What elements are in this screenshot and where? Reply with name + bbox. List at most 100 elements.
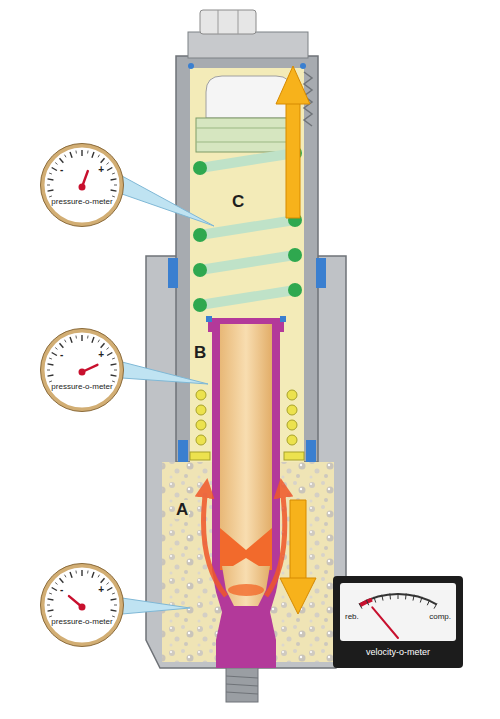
- gauge-tick: [48, 364, 54, 365]
- gauge-tick: [98, 575, 100, 578]
- meter-tick: [427, 600, 429, 605]
- chamber-letter: C: [231, 192, 245, 211]
- gauge-title-row: pressure-o-meter: [40, 193, 124, 207]
- needle-hub: [79, 604, 86, 611]
- gauge-leaders-part: [122, 598, 190, 614]
- gauge-leaders: [122, 176, 214, 614]
- gauge-tick: [75, 336, 77, 339]
- motion-arrows: [276, 66, 316, 614]
- gauge-tick: [48, 375, 54, 376]
- gauge-tick: [65, 155, 67, 158]
- dial-sign: +: [98, 585, 104, 595]
- seals-part: [316, 258, 326, 288]
- seals-part: [178, 440, 188, 462]
- main-spring-part: [193, 298, 207, 312]
- gauge-ring: [43, 146, 122, 225]
- housing-part: [226, 668, 258, 702]
- meter-face: [340, 583, 456, 641]
- gauge-tick: [49, 358, 52, 359]
- gauge-tick: [111, 610, 117, 611]
- chamber-c: [188, 63, 312, 323]
- gauge-title-row: velocity-o-meter: [333, 644, 463, 658]
- gauge-tick: [60, 158, 64, 163]
- gauge-tick: [55, 348, 57, 350]
- gauge-title-row: pressure-o-meter: [40, 378, 124, 392]
- gauge-tick: [107, 163, 109, 165]
- needle-hub: [79, 369, 86, 376]
- gauge-tick: [101, 158, 105, 163]
- gauge-tick: [75, 151, 77, 154]
- gauge-tick: [60, 578, 64, 583]
- gauge-tick: [92, 152, 94, 158]
- meter-tick: [398, 593, 399, 599]
- meter-tick: [374, 597, 376, 603]
- gauge-tick: [101, 578, 105, 583]
- gauge-tick: [112, 381, 115, 382]
- gauge-tick: [87, 571, 89, 574]
- gauge-leaders-part: [122, 176, 214, 226]
- gauge-tick: [52, 168, 57, 171]
- housing: [146, 10, 346, 702]
- gauge-tick: [98, 340, 100, 343]
- damper-rod-part: [212, 570, 280, 668]
- motion-arrows-part: [286, 100, 300, 218]
- damper-rod: [206, 316, 286, 668]
- chamber-c-part: [196, 128, 298, 129]
- gauge-tick: [55, 163, 57, 165]
- chamber-b-part: [287, 405, 297, 415]
- chamber-c-part: [196, 118, 298, 152]
- dial-markings: -+: [40, 350, 124, 360]
- meter-tick: [434, 603, 437, 608]
- gauge-tick: [48, 599, 54, 600]
- chamber-c-part: [300, 63, 306, 69]
- gauge-tick: [52, 353, 57, 356]
- meter-case: [333, 576, 463, 668]
- meter-needle: [372, 607, 398, 638]
- gauge-tick: [65, 575, 67, 578]
- dial-markings: -+: [40, 165, 124, 175]
- chamber-b-part: [196, 420, 206, 430]
- gauge-tick: [49, 381, 52, 382]
- gauge-tick: [48, 179, 54, 180]
- main-spring-part: [288, 283, 302, 297]
- gauge-tick: [70, 152, 72, 158]
- seals-part: [306, 440, 316, 462]
- dial-sign: -: [60, 165, 63, 175]
- gauge-tick: [112, 173, 115, 174]
- gauge-tick: [114, 370, 117, 371]
- pressure-gauge: -+pressure-o-meter: [40, 563, 124, 647]
- chamber-b-part: [196, 435, 206, 445]
- main-spring-part: [193, 228, 207, 242]
- housing-part: [226, 692, 258, 694]
- meter-tick: [359, 603, 362, 608]
- chamber-letter: B: [193, 343, 207, 362]
- housing-part: [188, 32, 308, 58]
- meter-tick: [389, 593, 391, 599]
- chamber-c-part: [190, 68, 304, 323]
- gauge-tick: [107, 168, 112, 171]
- gauge-tick: [47, 370, 50, 371]
- chamber-c-part: [188, 63, 194, 69]
- gauge-tick: [70, 337, 72, 343]
- dial-sign: +: [98, 350, 104, 360]
- main-spring-part: [200, 290, 295, 305]
- gauge-tick: [107, 583, 109, 585]
- dial-word: comp.: [429, 612, 451, 622]
- gauge-tick: [111, 179, 117, 180]
- main-spring-part: [193, 161, 207, 175]
- damper-rod-part: [220, 324, 272, 568]
- gauge-face: [40, 328, 124, 412]
- gauge-tick: [55, 583, 57, 585]
- meter-tick: [413, 595, 414, 601]
- dial-markings: reb.comp.: [333, 612, 463, 622]
- gauge-tick: [81, 570, 82, 576]
- main-spring-part: [200, 255, 295, 270]
- gauge-tick: [112, 358, 115, 359]
- meter-tick: [382, 595, 383, 601]
- chamber-b-part: [196, 390, 206, 400]
- housing-part: [218, 10, 219, 34]
- gauge-tick: [112, 616, 115, 617]
- main-spring-part: [200, 220, 295, 235]
- gauge-tick: [49, 593, 52, 594]
